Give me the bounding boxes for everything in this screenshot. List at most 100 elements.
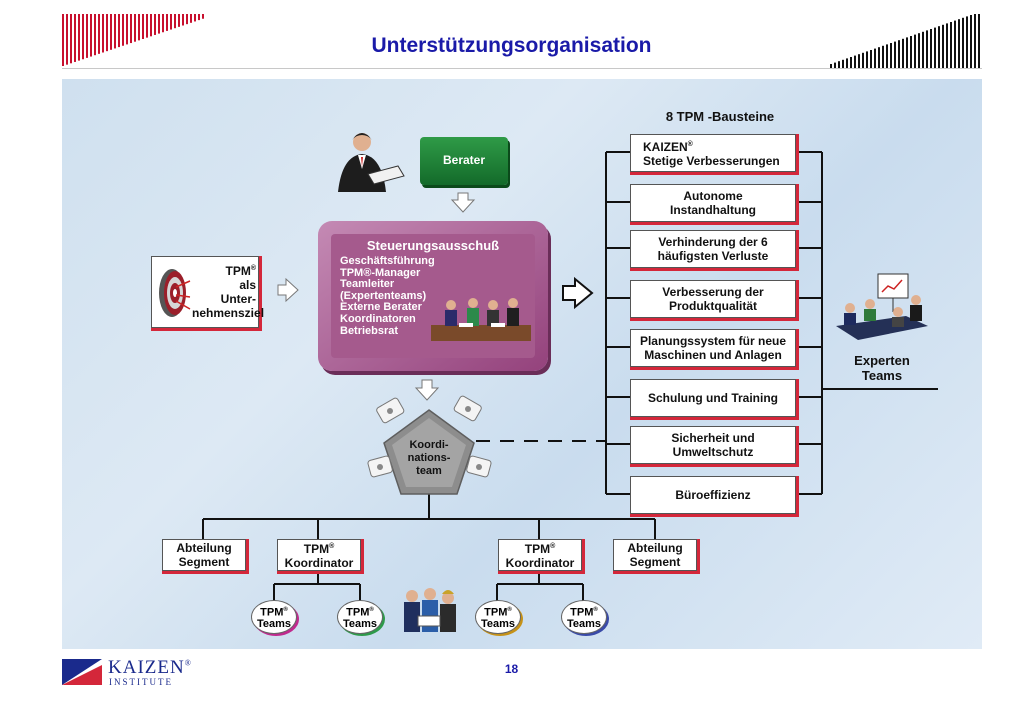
stripe bbox=[134, 14, 136, 42]
tpm-koordinator-right: TPM® Koordinator bbox=[498, 539, 582, 571]
coordination-team-label: Koordi- nations- team bbox=[407, 439, 451, 477]
stripe bbox=[934, 27, 936, 68]
stripe bbox=[170, 14, 172, 30]
stripe bbox=[90, 14, 92, 57]
stripe bbox=[146, 14, 148, 38]
businessman-icon bbox=[338, 133, 405, 192]
stripe bbox=[122, 14, 124, 46]
stripe bbox=[834, 62, 836, 68]
abteilung-segment-right: Abteilung Segment bbox=[613, 539, 697, 571]
stripe bbox=[202, 14, 204, 19]
arrow-steuer-right bbox=[562, 276, 594, 310]
stripe bbox=[954, 20, 956, 68]
stripe bbox=[902, 38, 904, 68]
arrow-steuer-down bbox=[414, 379, 440, 401]
list-item: Teamleiter bbox=[340, 278, 395, 291]
stripe bbox=[174, 14, 176, 29]
stripe bbox=[126, 14, 128, 45]
target-icon bbox=[159, 269, 191, 317]
expert-team-meeting-icon bbox=[836, 273, 928, 340]
stripe bbox=[162, 14, 164, 33]
stripe bbox=[846, 58, 848, 68]
stripe bbox=[970, 15, 972, 68]
stripe bbox=[854, 55, 856, 68]
stripe bbox=[178, 14, 180, 27]
stripe bbox=[938, 26, 940, 68]
stripe bbox=[82, 14, 84, 60]
stripe bbox=[166, 14, 168, 31]
stripe bbox=[62, 14, 64, 66]
stripe bbox=[918, 33, 920, 68]
stripe bbox=[842, 59, 844, 68]
stripe bbox=[74, 14, 76, 62]
steuerungsausschuss-title: Steuerungsausschuß bbox=[366, 238, 500, 253]
header-stripes-left bbox=[62, 14, 204, 66]
stripe bbox=[190, 14, 192, 23]
baustein-kaizen: KAIZEN® Stetige Verbesserungen bbox=[630, 134, 796, 172]
steuerungsausschuss-box: Steuerungsausschuß Geschäftsführung TPM®… bbox=[318, 221, 548, 371]
tpm-teams-oval: TPM®Teams bbox=[561, 600, 607, 634]
stripe bbox=[114, 14, 116, 49]
stripe bbox=[98, 14, 100, 54]
baustein-instandhaltung: Autonome Instandhaltung bbox=[630, 184, 796, 222]
baustein-schulung: Schulung und Training bbox=[630, 379, 796, 417]
meeting-icon bbox=[431, 298, 531, 341]
stripe bbox=[886, 44, 888, 68]
stripe bbox=[66, 14, 68, 65]
stripe bbox=[950, 22, 952, 68]
stripe bbox=[194, 14, 196, 22]
stripe bbox=[962, 17, 964, 68]
arrow-berater-down bbox=[450, 192, 476, 213]
stripe bbox=[930, 29, 932, 68]
stripe bbox=[946, 23, 948, 68]
stripe bbox=[858, 54, 860, 68]
stripe bbox=[78, 14, 80, 61]
stripe bbox=[138, 14, 140, 41]
stripe bbox=[198, 14, 200, 21]
stripe bbox=[942, 24, 944, 68]
stripe bbox=[922, 31, 924, 68]
unternehmensziel-box: TPM® als Unter- nehmensziel bbox=[151, 256, 264, 328]
stripe bbox=[882, 45, 884, 68]
stripe bbox=[878, 47, 880, 68]
stripe bbox=[150, 14, 152, 37]
stripe bbox=[926, 30, 928, 68]
stripe bbox=[894, 41, 896, 68]
stripe bbox=[914, 34, 916, 68]
list-item: Geschäftsführung bbox=[340, 255, 435, 267]
page-number: 18 bbox=[504, 662, 519, 676]
list-item: Koordinatoren bbox=[340, 312, 416, 325]
berater-box: Berater bbox=[420, 137, 508, 185]
stripe bbox=[958, 19, 960, 68]
arrow-goal-right bbox=[277, 277, 299, 303]
stripe bbox=[70, 14, 72, 64]
stripe bbox=[838, 61, 840, 68]
stripe bbox=[118, 14, 120, 48]
stripe bbox=[966, 16, 968, 68]
baustein-bueroeffizienz: Büroeffizienz bbox=[630, 476, 796, 514]
kaizen-logo-mark bbox=[62, 659, 102, 685]
stripe bbox=[870, 50, 872, 68]
baustein-produktqualitaet: Verbesserung der Produktqualität bbox=[630, 280, 796, 318]
stripe bbox=[130, 14, 132, 44]
stripe bbox=[102, 14, 104, 53]
list-item: Betriebsrat bbox=[340, 324, 399, 337]
list-item: TPM®-Manager bbox=[340, 266, 421, 279]
expert-teams-label: Experten Teams bbox=[854, 353, 910, 383]
stripe bbox=[94, 14, 96, 56]
abteilung-segment-left: Abteilung Segment bbox=[162, 539, 246, 571]
header-divider bbox=[62, 68, 982, 69]
baustein-sicherheit: Sicherheit und Umweltschutz bbox=[630, 426, 796, 464]
stripe bbox=[850, 57, 852, 68]
baustein-planungssystem: Planungssystem für neue Maschinen und An… bbox=[630, 329, 796, 367]
stripe bbox=[906, 37, 908, 68]
stripe bbox=[890, 43, 892, 68]
stripe bbox=[866, 51, 868, 68]
stripe bbox=[106, 14, 108, 52]
stripe bbox=[158, 14, 160, 34]
tpm-teams-oval: TPM®Teams bbox=[251, 600, 297, 634]
list-item: Externe Berater bbox=[340, 301, 422, 314]
bausteine-heading: 8 TPM -Bausteine bbox=[665, 109, 775, 124]
stripe bbox=[186, 14, 188, 25]
